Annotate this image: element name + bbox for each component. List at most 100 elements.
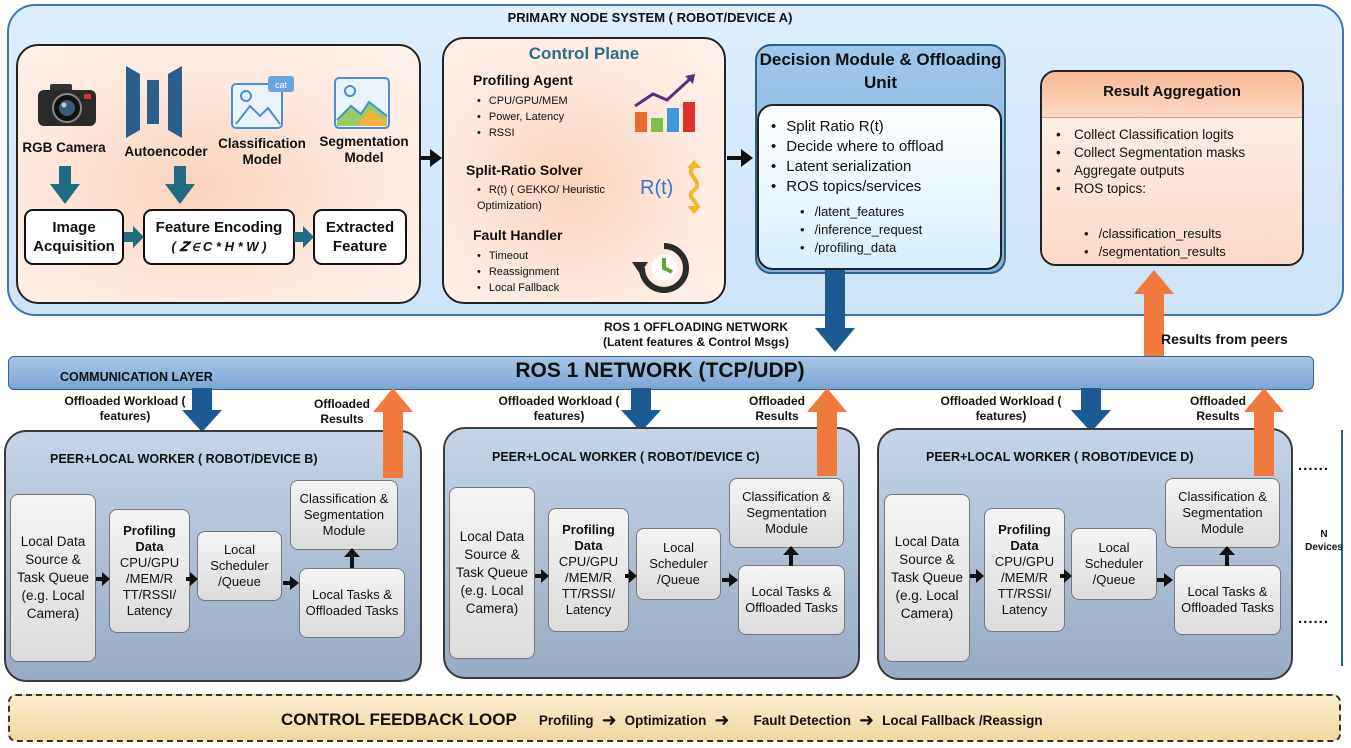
offloaded-workload-label-b: Offloaded Workload ( features) xyxy=(64,394,186,423)
profiling-item: CPU/GPU/MEM xyxy=(477,93,617,109)
results-up-arrow xyxy=(1134,270,1174,356)
arrow-b1 xyxy=(96,572,110,586)
control-plane-title: Control Plane xyxy=(528,44,640,63)
aggregation-list: Collect Classification logits Collect Se… xyxy=(1056,126,1256,198)
offloaded-results-label-d: Offloaded Results xyxy=(1190,394,1246,423)
profiling-data-title: Profiling Data xyxy=(123,523,176,554)
solver-list: R(t) ( GEKKO/ Heuristic Optimization) xyxy=(477,182,617,214)
feedback-step: Fault Detection xyxy=(753,712,852,728)
profiling-data-body: CPU/GPU /MEM/R TT/RSSI/ Latency xyxy=(119,555,180,618)
feedback-step: Optimization xyxy=(624,712,707,728)
feature-encoding-box: Feature Encoding ( 𝒁 ∈ C * H * W ) xyxy=(143,209,295,265)
local-tasks-box-b: Local Tasks & Offloaded Tasks xyxy=(299,568,405,638)
local-scheduler-box-b: Local Scheduler /Queue xyxy=(197,531,282,601)
topic-item: /profiling_data xyxy=(800,239,990,257)
arrow-b4 xyxy=(344,548,360,568)
decision-module-title: Decision Module & Offloading Unit xyxy=(759,50,1002,92)
decision-item: Latent serialization xyxy=(771,157,1001,177)
result-aggregation-title: Result Aggregation xyxy=(1103,83,1241,100)
local-data-box-d: Local Data Source & Task Queue (e.g. Loc… xyxy=(884,494,970,662)
fault-handler-list: Timeout Reassignment Local Fallback xyxy=(477,248,617,296)
offloading-network-title: ROS 1 OFFLOADING NETWORK xyxy=(604,320,788,334)
profiling-data-box-b: Profiling Data CPU/GPU /MEM/R TT/RSSI/ L… xyxy=(109,509,190,633)
class-seg-box-d: Classification & Segmentation Module xyxy=(1165,478,1280,548)
offloading-network-label: ROS 1 OFFLOADING NETWORK (Latent feature… xyxy=(560,320,832,350)
extracted-feature-box: Extracted Feature xyxy=(313,209,407,265)
split-ratio-symbol: R(t) xyxy=(640,177,674,199)
cat-tag: cat xyxy=(275,80,288,90)
workload-arrow-b xyxy=(182,388,222,432)
communication-layer-label: COMMUNICATION LAYER xyxy=(60,370,213,384)
right-arrow-icon: ➜ xyxy=(714,709,730,730)
aggregation-topics: /classification_results /segmentation_re… xyxy=(1050,225,1290,261)
profiling-data-body: CPU/GPU /MEM/R TT/RSSI/ Latency xyxy=(558,554,619,617)
decision-topics: /latent_features /inference_request /pro… xyxy=(760,203,990,257)
offloaded-workload-label-c: Offloaded Workload ( features) xyxy=(498,394,620,423)
aggregation-item: Collect Classification logits xyxy=(1056,126,1256,144)
arrow-c2 xyxy=(625,569,637,583)
results-from-peers-label: Results from peers xyxy=(1161,331,1288,347)
results-arrow-d xyxy=(1244,388,1284,476)
offload-down-arrow xyxy=(815,270,855,352)
peer-title-d: PEER+LOCAL WORKER ( ROBOT/DEVICE D) xyxy=(926,450,1194,464)
primary-node-title: PRIMARY NODE SYSTEM ( ROBOT/DEVICE A) xyxy=(507,10,793,25)
arrow-c4 xyxy=(783,546,799,566)
n-devices-bracket xyxy=(1341,430,1343,666)
aggregation-item: Collect Segmentation masks xyxy=(1056,144,1256,162)
profiling-data-title: Profiling Data xyxy=(998,522,1051,553)
offloading-network-sub: (Latent features & Control Msgs) xyxy=(602,335,789,349)
classification-model-label: Classification Model xyxy=(218,136,306,167)
squiggle-arrows-icon xyxy=(687,160,701,214)
solver-item: R(t) ( GEKKO/ Heuristic Optimization) xyxy=(477,182,617,214)
arrow-input-control xyxy=(420,149,442,167)
workload-arrow-c xyxy=(621,388,661,432)
fault-handler-title: Fault Handler xyxy=(473,227,563,243)
agg-topic-item: /classification_results xyxy=(1084,225,1290,243)
arrow-d1 xyxy=(970,569,984,583)
image-acquisition-box: Image Acquisition xyxy=(24,209,124,265)
rgb-camera-label: RGB Camera xyxy=(22,140,106,155)
ellipsis-bottom: ...... xyxy=(1298,610,1330,627)
profiling-data-title: Profiling Data xyxy=(562,522,615,553)
offloaded-results-label-c: Offloaded Results xyxy=(749,394,805,423)
offloaded-workload-label-d: Offloaded Workload ( features) xyxy=(940,394,1062,423)
feedback-content: CONTROL FEEDBACK LOOP Profiling ➜ Optimi… xyxy=(281,706,1043,734)
profiling-item: RSSI xyxy=(477,125,617,141)
ellipsis-top: ...... xyxy=(1298,457,1330,474)
profiling-data-box-d: Profiling Data CPU/GPU /MEM/R TT/RSSI/ L… xyxy=(984,508,1065,632)
classification-image-icon: cat xyxy=(231,76,294,129)
results-arrow-b xyxy=(373,388,413,478)
topic-item: /latent_features xyxy=(800,203,990,221)
decision-item: Split Ratio R(t) xyxy=(771,117,1001,137)
profiling-agent-list: CPU/GPU/MEM Power, Latency RSSI xyxy=(477,93,617,141)
ros-network-title: ROS 1 NETWORK (TCP/UDP) xyxy=(515,359,805,382)
decision-item: Decide where to offload xyxy=(771,137,1001,157)
arrow-c3 xyxy=(722,573,738,587)
local-scheduler-box-c: Local Scheduler /Queue xyxy=(636,528,721,600)
decision-list: Split Ratio R(t) Decide where to offload… xyxy=(771,117,1001,197)
offloaded-results-label-b: Offloaded Results xyxy=(314,397,370,426)
class-seg-box-c: Classification & Segmentation Module xyxy=(729,478,844,548)
arrow-d4 xyxy=(1219,546,1235,566)
segmentation-image-icon xyxy=(334,77,390,129)
down-arrow-camera xyxy=(50,166,80,204)
arrow-acq-enc xyxy=(124,226,144,248)
fault-item: Local Fallback xyxy=(477,280,617,296)
fault-item: Reassignment xyxy=(477,264,617,280)
arrow-c1 xyxy=(535,569,549,583)
feature-encoding-label: Feature Encoding xyxy=(155,219,283,236)
local-data-box-b: Local Data Source & Task Queue (e.g. Loc… xyxy=(10,494,96,662)
profiling-data-box-c: Profiling Data CPU/GPU /MEM/R TT/RSSI/ L… xyxy=(548,508,629,632)
fault-item: Timeout xyxy=(477,248,617,264)
local-tasks-box-d: Local Tasks & Offloaded Tasks xyxy=(1174,565,1281,635)
control-feedback-loop-bar xyxy=(8,694,1341,742)
workload-arrow-d xyxy=(1071,388,1111,432)
aggregation-item: ROS topics: xyxy=(1056,180,1256,198)
topic-item: /inference_request xyxy=(800,221,990,239)
clock-refresh-icon xyxy=(632,243,689,293)
feature-formula: ( 𝒁 ∈ C * H * W ) xyxy=(171,239,267,254)
right-arrow-icon: ➜ xyxy=(859,709,875,730)
down-arrow-autoencoder xyxy=(165,166,195,204)
arrow-control-decision xyxy=(727,149,753,167)
class-seg-box-b: Classification & Segmentation Module xyxy=(290,480,398,550)
